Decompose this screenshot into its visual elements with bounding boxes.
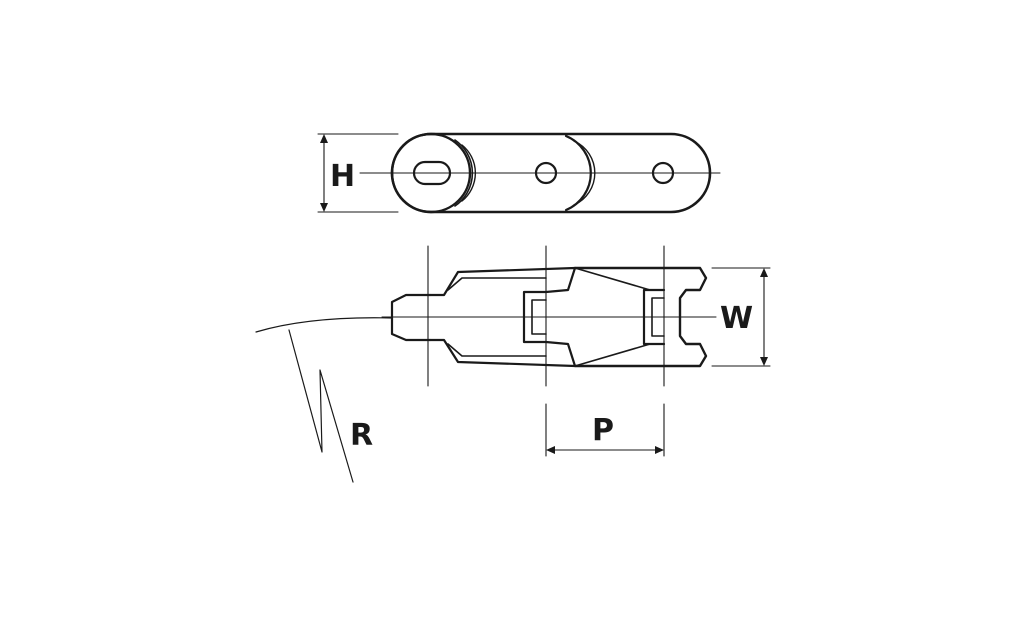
left-link-body xyxy=(428,266,577,368)
top-view xyxy=(255,245,771,483)
right-link-taper-top xyxy=(574,267,665,291)
right-link-taper-bottom xyxy=(574,343,665,367)
radius-leader-break xyxy=(288,329,354,483)
radius-label: R xyxy=(350,418,373,453)
height-label: H xyxy=(330,159,355,194)
left-link-inner-top xyxy=(447,277,547,291)
pitch-label: P xyxy=(592,413,614,448)
h-arrow-bottom xyxy=(320,203,328,212)
width-label: W xyxy=(720,301,753,336)
radius-curve xyxy=(255,317,393,333)
left-link-inner-bottom xyxy=(447,343,547,357)
w-arrow-bottom xyxy=(760,357,768,366)
w-arrow-top xyxy=(760,268,768,277)
side-view xyxy=(317,132,721,214)
p-arrow-left xyxy=(546,446,555,454)
p-arrow-right xyxy=(655,446,664,454)
h-arrow-top xyxy=(320,134,328,143)
